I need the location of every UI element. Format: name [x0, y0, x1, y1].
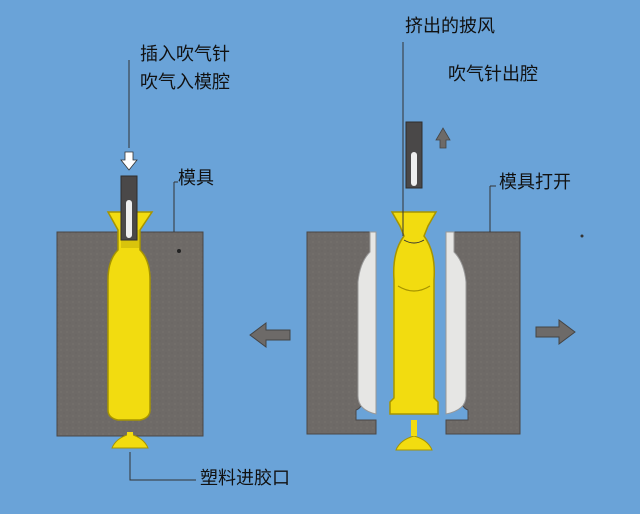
label-insert-needle: 插入吹气针 — [140, 44, 230, 65]
right-bottle — [389, 211, 439, 415]
open-right-arrow-icon — [535, 319, 576, 345]
left-bottle — [106, 211, 154, 421]
leader-inlet — [129, 452, 196, 481]
label-extruded-flash: 挤出的披风 — [405, 16, 495, 37]
label-mold-open: 模具打开 — [499, 172, 571, 193]
insert-arrow-icon — [120, 151, 138, 171]
right-needle-bore — [411, 152, 417, 186]
label-blow-into-cavity: 吹气入模腔 — [140, 72, 230, 93]
label-plastic-inlet: 塑料进胶口 — [200, 468, 290, 489]
left-inlet-stem — [127, 432, 133, 438]
open-left-arrow-icon — [249, 322, 291, 348]
needle-exit-arrow-icon — [435, 127, 451, 149]
right-mold-right-cavity — [445, 231, 467, 415]
label-mold: 模具 — [178, 168, 214, 189]
mold-mark — [177, 249, 181, 253]
right-bottle-shoulder — [397, 285, 431, 292]
right-bottle-neck-ring — [403, 239, 425, 244]
right-inlet-stem — [411, 420, 417, 436]
label-needle-exit: 吹气针出腔 — [448, 64, 538, 85]
right-inlet-funnel — [395, 435, 433, 451]
small-mark — [580, 234, 584, 238]
left-needle-bore — [126, 200, 132, 238]
right-mold-left-cavity — [357, 231, 377, 415]
